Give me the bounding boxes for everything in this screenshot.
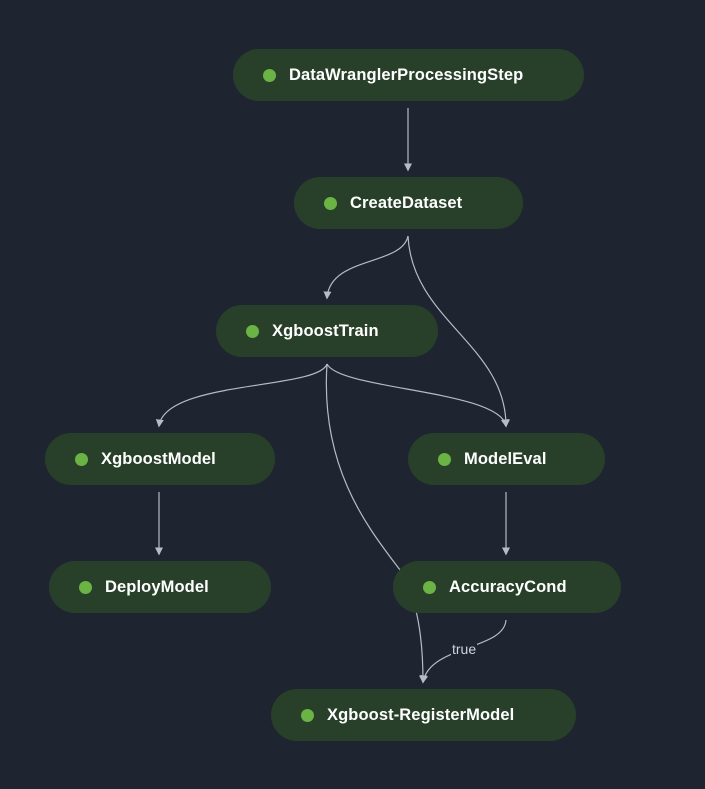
- status-dot-icon: [324, 196, 337, 210]
- status-dot-icon: [79, 580, 92, 594]
- edge-createdataset-to-xgboosttrain: [323, 235, 409, 300]
- node-datawranglerprocessingstep[interactable]: DataWranglerProcessingStep: [233, 49, 584, 101]
- edge-createdataset-to-modeleval: [407, 235, 510, 428]
- node-label: Xgboost-RegisterModel: [327, 705, 515, 724]
- node-label: AccuracyCond: [449, 577, 567, 596]
- node-label: XgboostModel: [101, 449, 216, 468]
- edge-label-true: true: [451, 641, 478, 657]
- node-label: DeployModel: [105, 577, 209, 596]
- status-dot-icon: [423, 580, 436, 594]
- node-label: CreateDataset: [350, 193, 463, 212]
- edge-xgboosttrain-to-xgboostmodel: [155, 363, 328, 428]
- node-createdataset[interactable]: CreateDataset: [294, 177, 523, 229]
- node-deploymodel[interactable]: DeployModel: [49, 561, 271, 613]
- status-dot-icon: [263, 68, 276, 82]
- node-xgboost-registermodel[interactable]: Xgboost-RegisterModel: [271, 689, 576, 741]
- edge-xgboosttrain-to-modeleval: [326, 363, 509, 428]
- status-dot-icon: [438, 452, 451, 466]
- status-dot-icon: [301, 708, 314, 722]
- status-dot-icon: [75, 452, 88, 466]
- status-dot-icon: [246, 324, 259, 338]
- edge-xgboosttrain-to-registermodel: [325, 363, 427, 684]
- node-label: DataWranglerProcessingStep: [289, 65, 524, 84]
- node-xgboosttrain[interactable]: XgboostTrain: [216, 305, 438, 357]
- node-modeleval[interactable]: ModelEval: [408, 433, 605, 485]
- node-label: ModelEval: [464, 449, 547, 468]
- node-label: XgboostTrain: [272, 321, 379, 340]
- node-accuracycond[interactable]: AccuracyCond: [393, 561, 621, 613]
- node-xgboostmodel[interactable]: XgboostModel: [45, 433, 275, 485]
